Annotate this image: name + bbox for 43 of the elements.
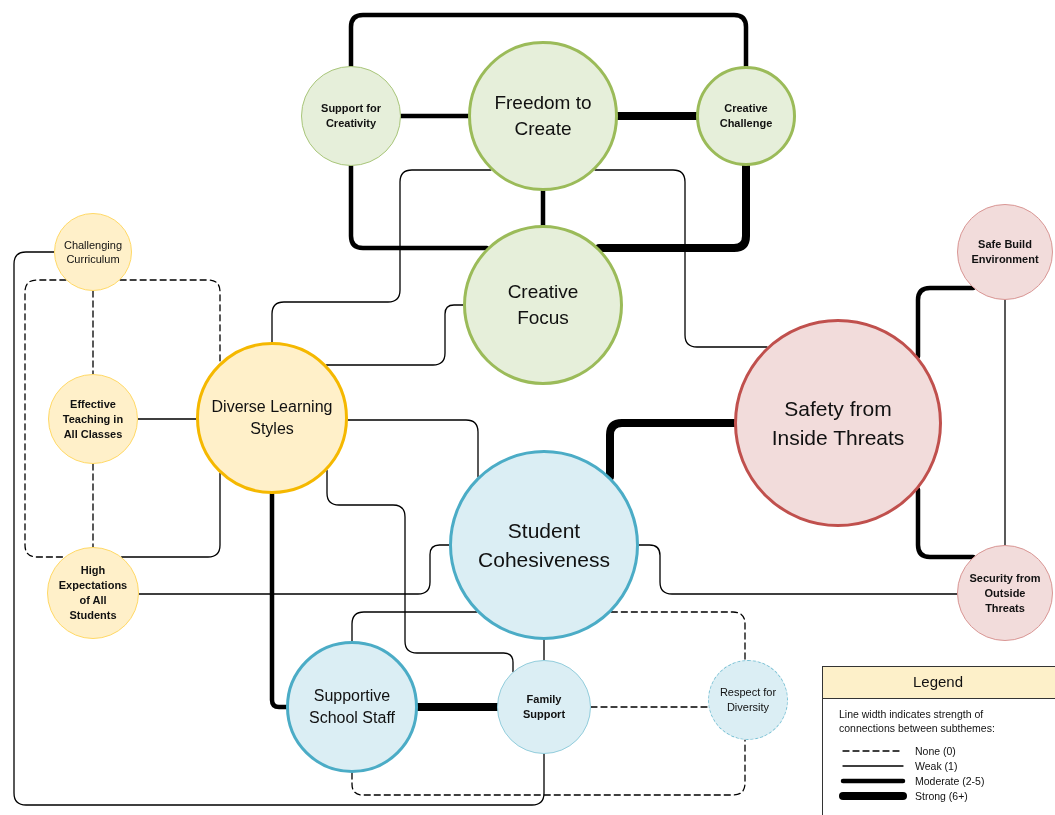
node-label: Support for Creativity <box>320 101 382 131</box>
connector <box>137 418 197 420</box>
node-label: Security from Outside Threats <box>968 570 1042 616</box>
node-label: Safety from Inside Threats <box>770 396 906 451</box>
connector <box>138 544 450 595</box>
node-label: Supportive School Staff <box>308 686 396 728</box>
connector <box>1004 299 1006 546</box>
connector <box>351 611 478 642</box>
legend-title: Legend <box>912 672 964 693</box>
connector <box>92 290 94 375</box>
connector <box>610 611 746 661</box>
legend-text: None (0) <box>915 743 956 758</box>
node-label: Effective Teaching in All Classes <box>61 396 125 442</box>
connector <box>638 544 958 595</box>
connector <box>24 279 67 558</box>
legend-text: Weak (1) <box>915 758 958 773</box>
connector <box>347 419 479 478</box>
connector <box>590 706 710 708</box>
legend-text: Strong (6+) <box>915 788 968 803</box>
legend-description: Line width indicates strength of connections between subthemes: <box>839 707 996 735</box>
connector <box>326 469 514 673</box>
connector <box>351 739 746 796</box>
node-label: Respect for Diversity <box>718 685 778 715</box>
connector <box>915 487 976 560</box>
connector <box>119 279 221 364</box>
node-label: Student Cohesiveness <box>477 518 611 573</box>
connector <box>543 639 545 661</box>
node-label: Diverse Learning Styles <box>210 397 334 439</box>
node-label: Creative Challenge <box>718 101 774 131</box>
connector <box>325 304 464 366</box>
node-label: High Expectations of All Students <box>57 563 129 623</box>
legend-text: Moderate (2-5) <box>915 773 985 788</box>
connector <box>915 285 976 359</box>
connector <box>594 169 768 348</box>
connector <box>13 251 545 806</box>
node-label: Safe Build Environment <box>970 237 1040 267</box>
connector <box>271 169 492 343</box>
node-label: Family Support <box>521 692 567 722</box>
node-label: Creative Focus <box>506 280 580 330</box>
node-label: Freedom to Create <box>493 91 593 141</box>
connector <box>92 463 94 548</box>
node-label: Challenging Curriculum <box>63 238 123 266</box>
connector <box>121 472 221 558</box>
